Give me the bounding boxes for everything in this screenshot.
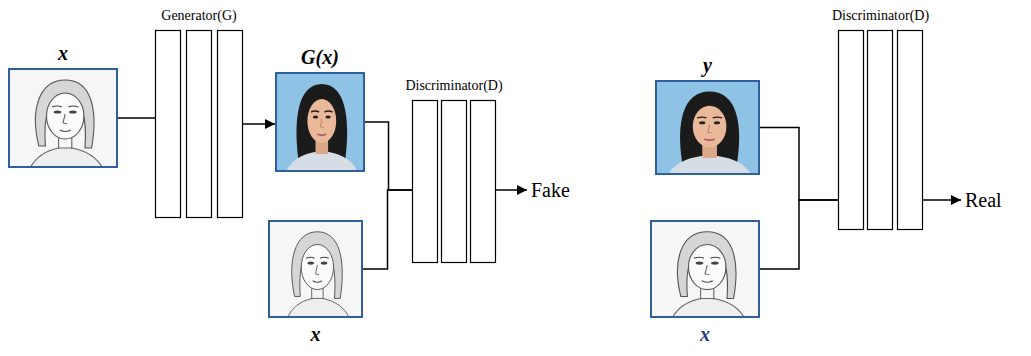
module-label: Generator(G) — [155, 8, 243, 25]
image-label: x — [652, 322, 758, 346]
connector — [118, 117, 155, 119]
connector — [760, 200, 838, 269]
layer-bar — [868, 31, 893, 230]
sketch-image — [650, 220, 760, 318]
generator-layers — [156, 31, 243, 218]
image-frame: x — [650, 220, 760, 318]
module-label: Discriminator(D) — [830, 8, 932, 25]
module-label: Discriminator(D) — [403, 78, 505, 95]
sketch-image — [8, 68, 118, 168]
layer-bar — [187, 31, 212, 218]
layer-bar — [413, 101, 438, 263]
network-block: Discriminator(D) — [412, 100, 496, 263]
connector — [243, 123, 275, 125]
connector — [365, 122, 412, 190]
connector — [760, 128, 838, 201]
photo-image — [275, 72, 365, 172]
image-frame: y — [655, 80, 760, 175]
sketch-image — [268, 220, 363, 318]
layer-bar — [156, 31, 181, 218]
layer-bar — [218, 31, 243, 218]
image-label: x — [270, 322, 361, 346]
connector — [363, 190, 412, 269]
discriminator-layers — [413, 101, 496, 263]
layer-bar — [442, 101, 467, 263]
image-frame: G(x) — [275, 72, 365, 172]
output-label: Fake — [531, 178, 570, 202]
photo-image — [655, 80, 760, 175]
image-label: x — [10, 41, 116, 65]
layer-bar — [898, 31, 923, 230]
image-frame: x — [8, 68, 118, 168]
output-label: Real — [965, 188, 1002, 212]
image-label: G(x) — [277, 45, 363, 69]
network-block: Generator(G) — [155, 30, 243, 218]
discriminator-layers — [839, 31, 923, 230]
image-label: y — [657, 53, 758, 77]
network-block: Discriminator(D) — [838, 30, 923, 230]
image-frame: x — [268, 220, 363, 318]
layer-bar — [839, 31, 864, 230]
layer-bar — [471, 101, 496, 263]
output-arrow — [923, 199, 961, 201]
output-arrow — [496, 189, 527, 191]
